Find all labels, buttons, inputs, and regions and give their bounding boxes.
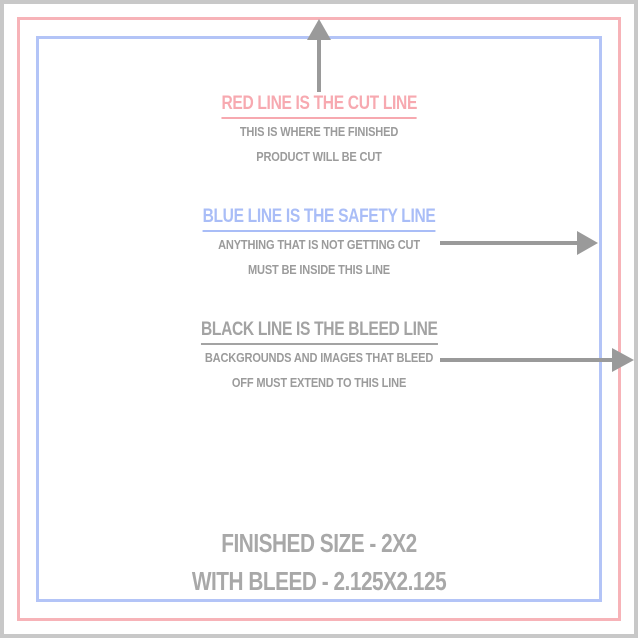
cut-line-label-block: RED LINE IS THE CUT LINE THIS IS WHERE T… bbox=[0, 93, 638, 169]
cut-line-desc-1: THIS IS WHERE THE FINISHED bbox=[239, 124, 399, 139]
arrow-right-to-safety-line bbox=[440, 231, 598, 255]
bleed-line-desc-1: BACKGROUNDS AND IMAGES THAT BLEED bbox=[204, 350, 434, 365]
with-bleed-text: WITH BLEED - 2.125X2.125 bbox=[191, 566, 447, 596]
safety-line-heading: BLUE LINE IS THE SAFETY LINE bbox=[202, 206, 436, 232]
cut-line-desc-2: PRODUCT WILL BE CUT bbox=[256, 149, 382, 164]
safety-line-desc-1: ANYTHING THAT IS NOT GETTING CUT bbox=[218, 237, 420, 252]
cut-line-border bbox=[17, 17, 621, 621]
arrow-up-to-cut-line bbox=[307, 19, 331, 92]
arrow-right-to-bleed-line bbox=[440, 348, 634, 372]
safety-line-desc-2: MUST BE INSIDE THIS LINE bbox=[247, 262, 391, 277]
bleed-line-desc-2: OFF MUST EXTEND TO THIS LINE bbox=[231, 375, 407, 390]
finished-size-text: FINISHED SIZE - 2X2 bbox=[221, 528, 417, 558]
safety-line-label-block: BLUE LINE IS THE SAFETY LINE ANYTHING TH… bbox=[0, 206, 638, 282]
cut-line-heading: RED LINE IS THE CUT LINE bbox=[221, 93, 417, 119]
bleed-line-heading: BLACK LINE IS THE BLEED LINE bbox=[200, 319, 438, 345]
bleed-line-label-block: BLACK LINE IS THE BLEED LINE BACKGROUNDS… bbox=[0, 319, 638, 395]
